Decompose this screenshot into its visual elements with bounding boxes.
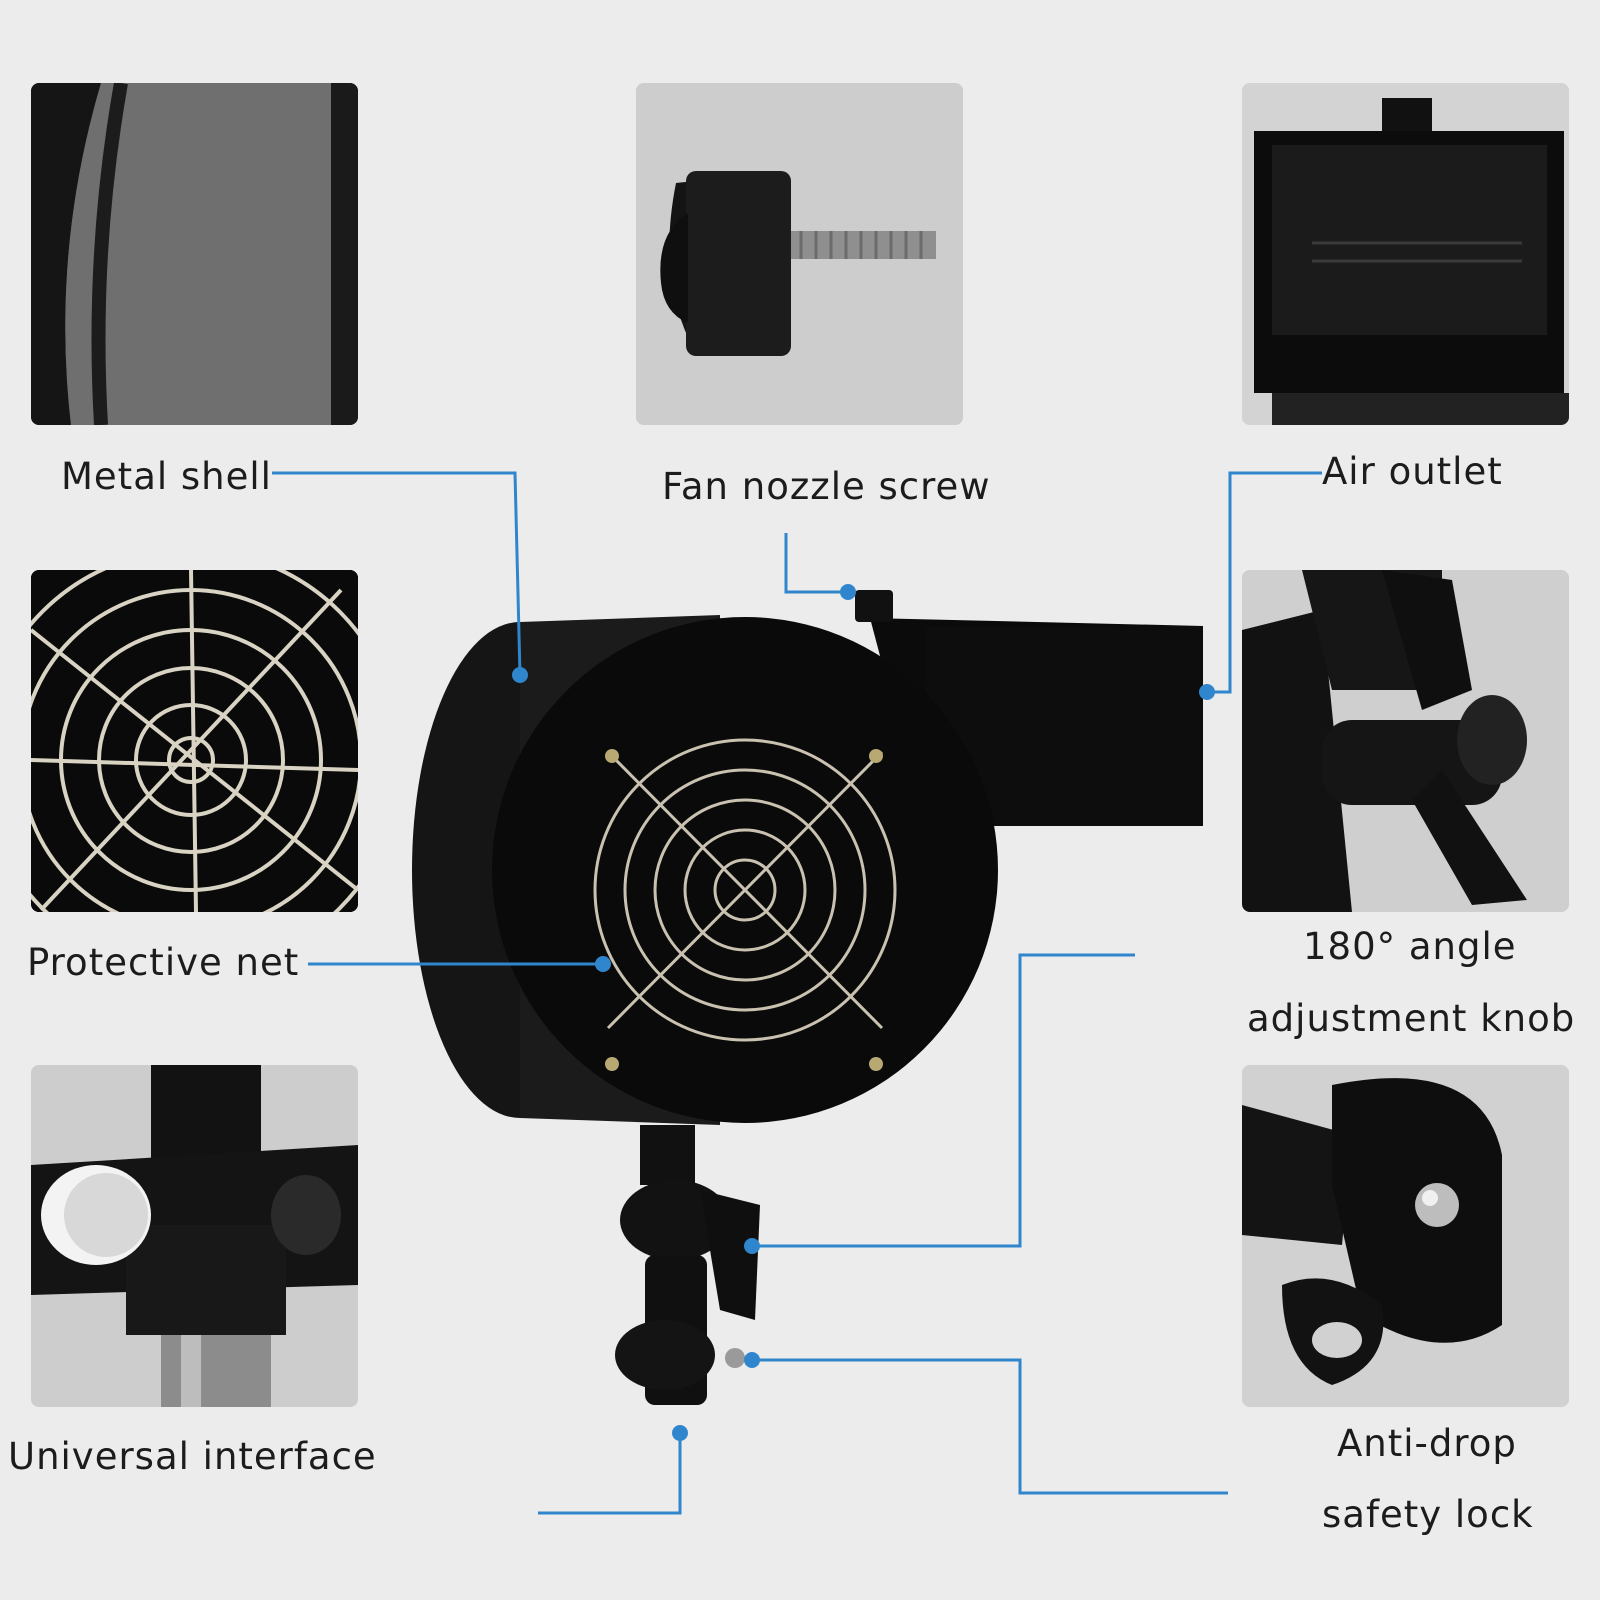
angle-knob-label-line2: adjustment knob [1247, 997, 1576, 1040]
fan-nozzle-screw-label: Fan nozzle screw [662, 465, 991, 508]
anti-drop-label-line2: safety lock [1322, 1493, 1534, 1536]
universal-interface-panel [31, 1065, 358, 1407]
anti-drop-label-line1: Anti-drop [1337, 1422, 1517, 1465]
air-outlet-panel [1242, 83, 1569, 425]
protective-net-panel [31, 570, 358, 912]
angle-knob-panel [1242, 570, 1569, 912]
metal-shell-panel [31, 83, 358, 425]
fan-nozzle-screw-panel [636, 83, 963, 425]
angle-knob-icon [1242, 570, 1569, 912]
air-outlet-label: Air outlet [1322, 450, 1503, 493]
universal-interface-label: Universal interface [8, 1435, 377, 1478]
angle-knob-label-line1: 180° angle [1303, 925, 1517, 968]
air-outlet-box-icon [1242, 83, 1569, 425]
fan-grill-icon [31, 570, 358, 912]
metal-shell-label: Metal shell [61, 455, 272, 498]
stand-mount-icon [31, 1065, 358, 1407]
anti-drop-panel [1242, 1065, 1569, 1407]
metal-shell-closeup-icon [31, 83, 358, 425]
thumb-screw-icon [636, 83, 963, 425]
safety-lock-bracket-icon [1242, 1065, 1569, 1407]
protective-net-label: Protective net [27, 941, 300, 984]
